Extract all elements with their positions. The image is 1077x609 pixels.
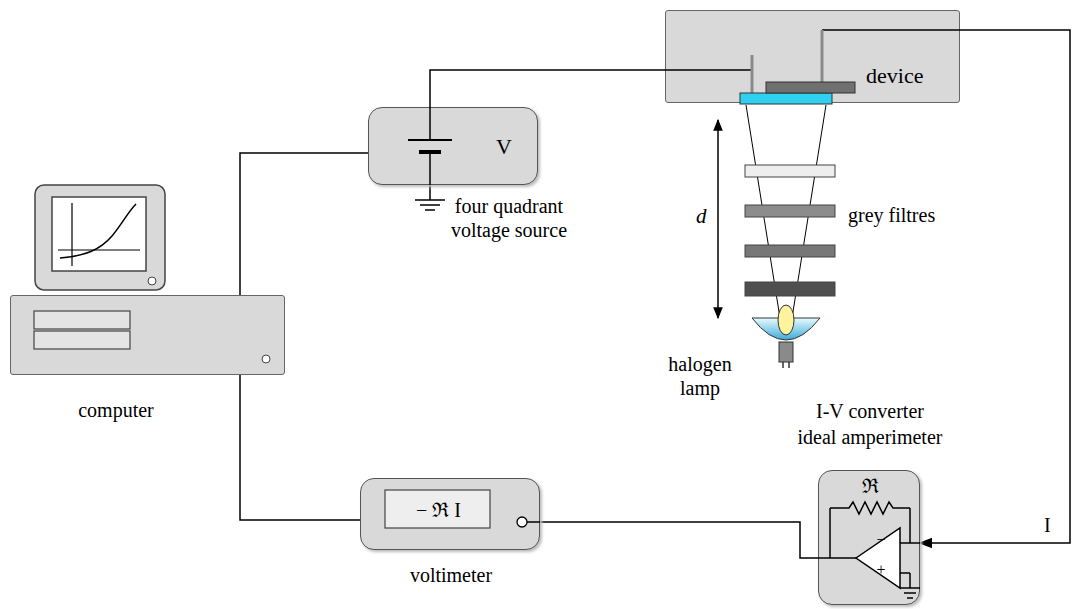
battery-symbol <box>368 107 538 185</box>
pin-sign: − <box>873 530 889 549</box>
node-text: ideal amperimeter <box>759 425 981 449</box>
computer-monitor <box>35 185 165 290</box>
distance-arrow <box>717 120 719 318</box>
halogen-lamp <box>752 305 820 368</box>
node-text: device <box>866 63 956 89</box>
node-text: − ℜ I <box>386 498 491 522</box>
pin-sign: + <box>873 560 889 579</box>
current-label: I <box>1044 513 1051 537</box>
node-text: ℜ <box>819 474 921 498</box>
node-text: V <box>487 134 521 160</box>
wire <box>540 522 818 558</box>
iv-converter-box: I-V converterideal amperimeterℜ <box>818 470 920 605</box>
node-text: computer <box>46 398 186 422</box>
wire <box>430 70 665 107</box>
ground-symbol <box>415 185 445 210</box>
wire <box>240 375 360 520</box>
node-text: I-V converter <box>759 399 981 423</box>
computer-case <box>10 295 285 375</box>
voltage-source-box: Vfour quadrant voltage source <box>368 107 538 185</box>
node-text: voltimeter <box>391 563 511 587</box>
part-label: halogen lamp <box>660 352 740 400</box>
grey-filter <box>745 165 835 296</box>
node-text: four quadrant voltage source <box>444 194 574 242</box>
distance-label: d <box>696 204 712 229</box>
wire <box>920 30 1070 543</box>
part-label: grey filtres <box>848 203 958 227</box>
computer-box: computer <box>10 295 285 375</box>
device-box: device <box>665 10 960 103</box>
device-sample <box>665 10 960 103</box>
wire <box>240 153 368 295</box>
voltmeter-box: − ℜ Ivoltimeter <box>360 478 540 550</box>
